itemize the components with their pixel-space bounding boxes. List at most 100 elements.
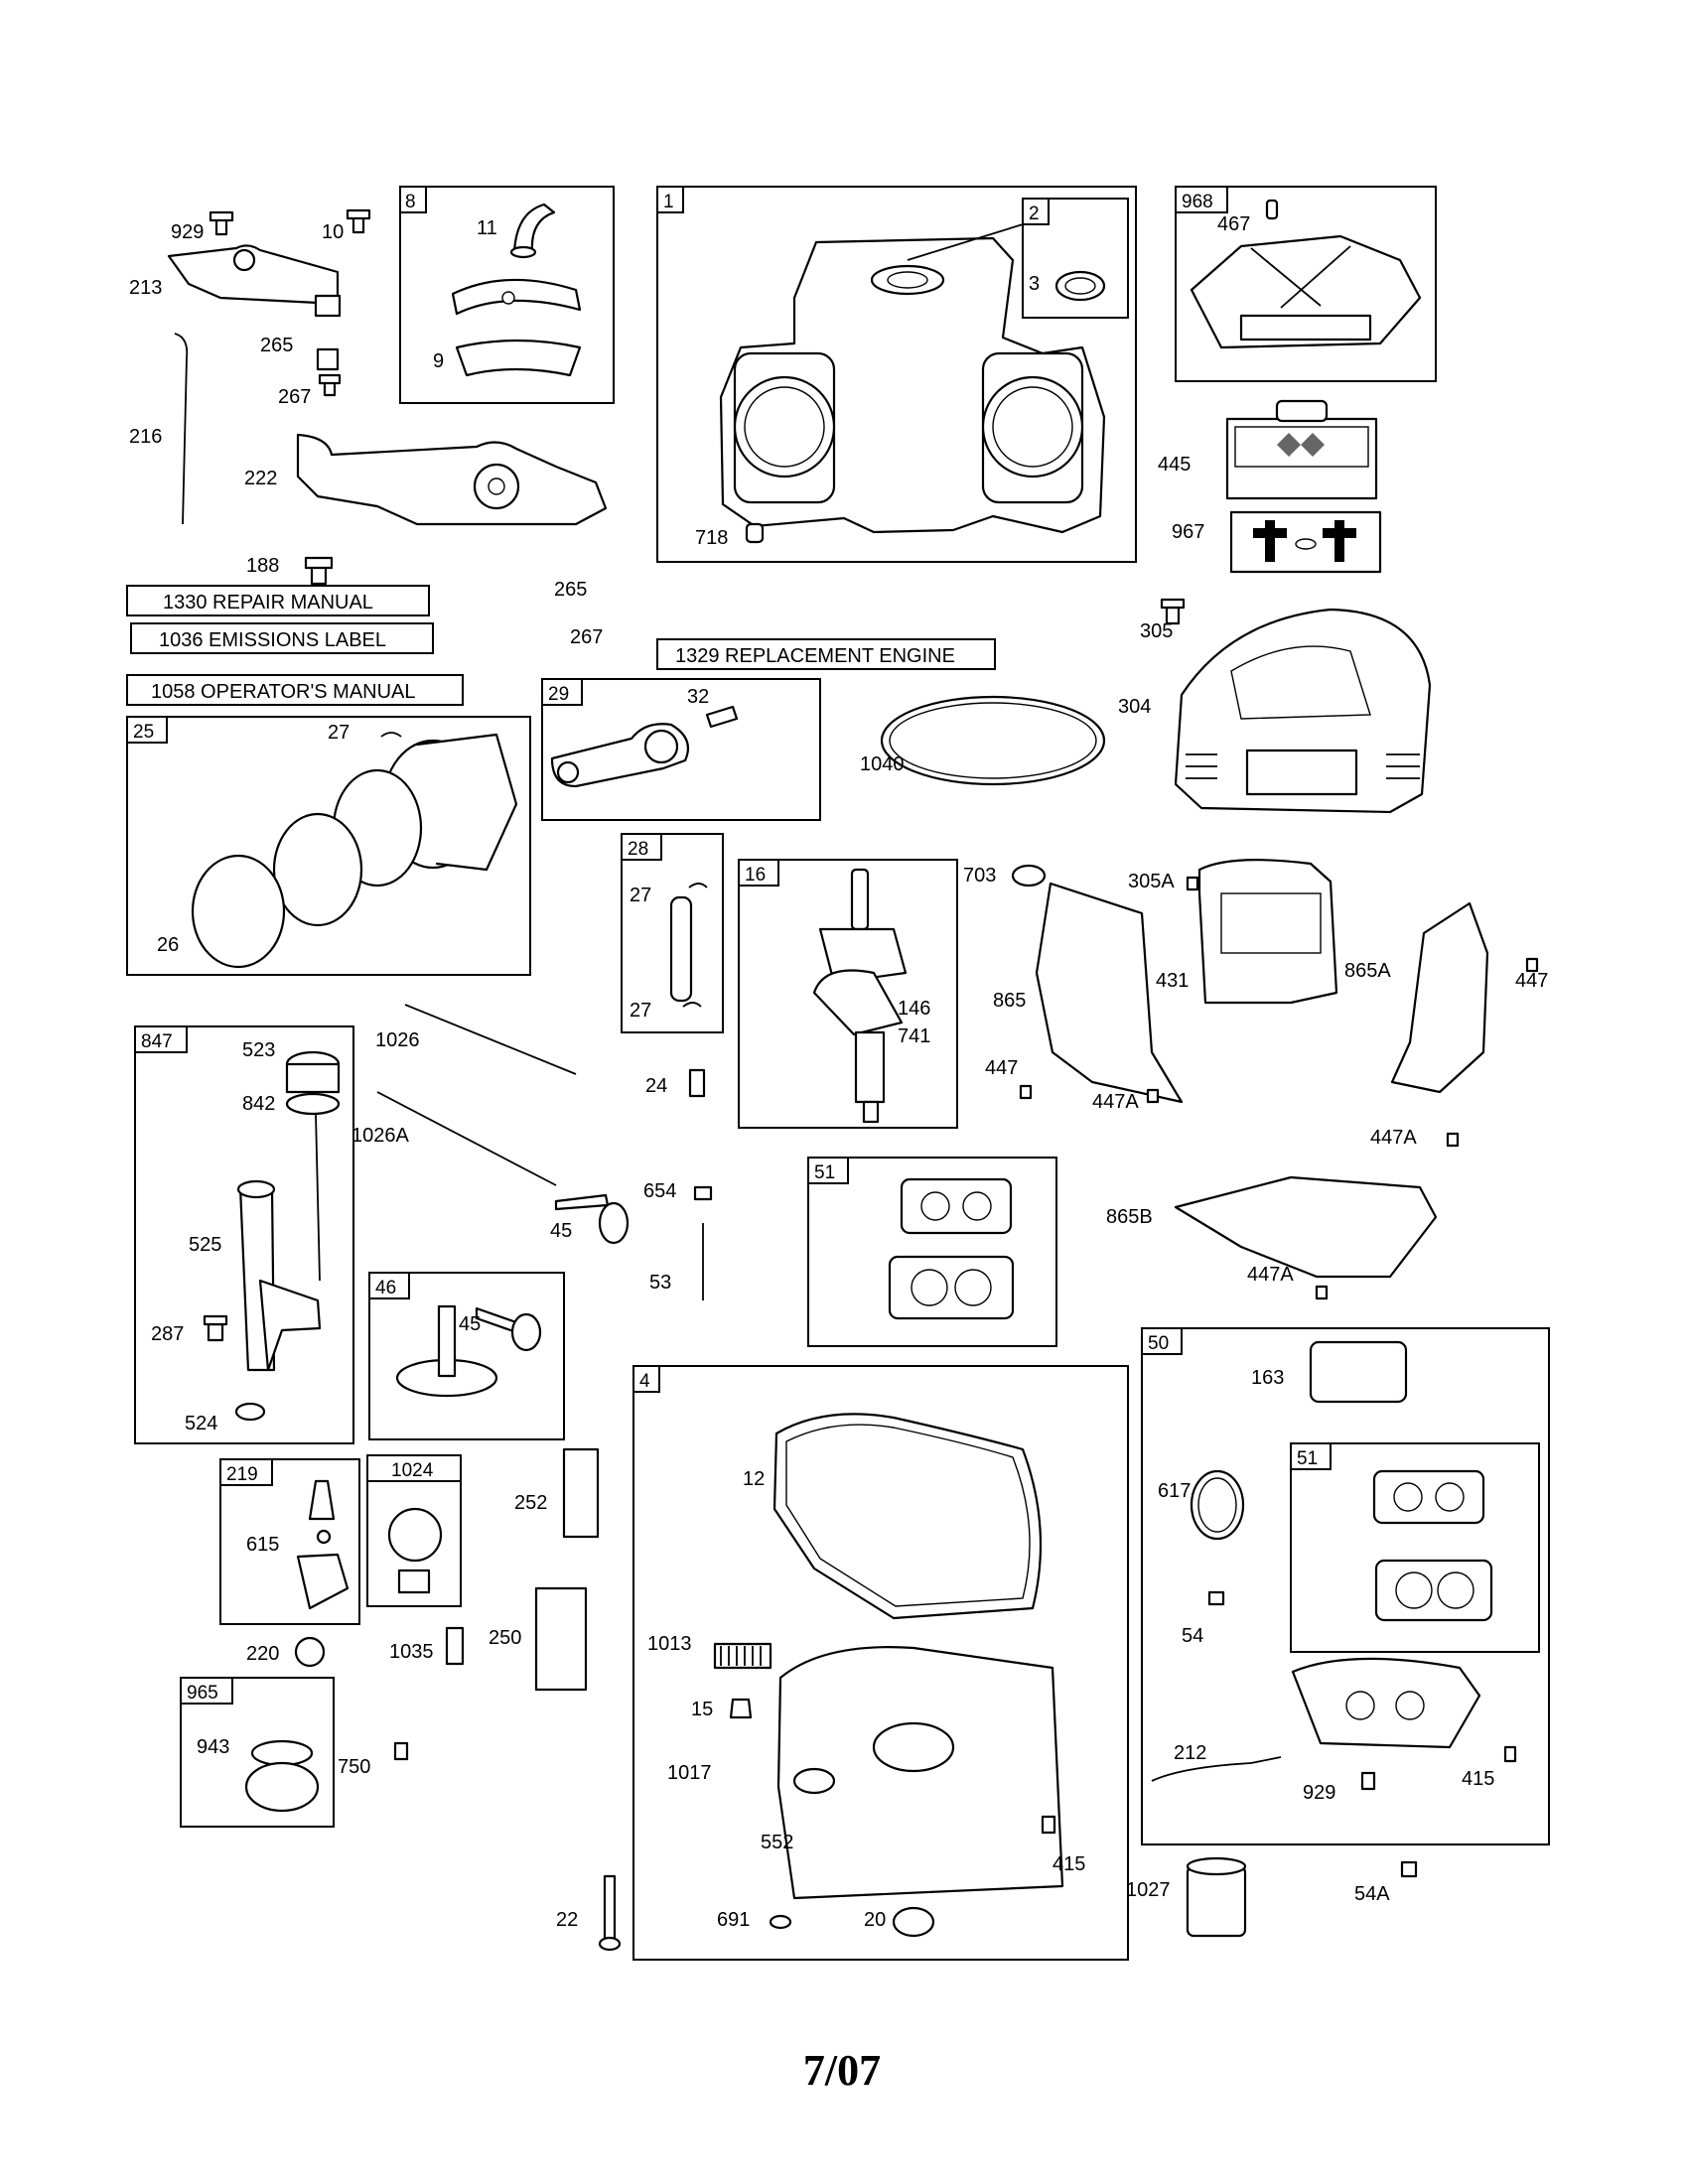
- push-rods-valve: [376, 1004, 713, 1300]
- gasket-set-a: [888, 1177, 1015, 1320]
- callout-1040: 1040: [860, 753, 905, 775]
- box-tag-847: 847: [141, 1031, 173, 1052]
- box-tags: 8 1 2 968 29 25 28 16 847 51 46 4 50 51 …: [126, 186, 1332, 1705]
- frame-50: [1141, 1327, 1550, 1845]
- callout-20: 20: [864, 1909, 886, 1931]
- callout-220: 220: [246, 1643, 279, 1665]
- callout-labels: 929 10 213 265 267 216 222 188 11 9 3 71…: [129, 213, 1548, 1931]
- callout-615: 615: [246, 1534, 279, 1556]
- callout-943: 943: [197, 1736, 229, 1758]
- box-tag-219: 219: [226, 1464, 258, 1485]
- callout-703: 703: [963, 865, 996, 887]
- callout-750: 750: [338, 1756, 370, 1778]
- callout-447Ab: 447A: [1370, 1127, 1417, 1149]
- callout-267a: 267: [278, 386, 311, 408]
- callout-447a: 447: [1515, 970, 1548, 992]
- callout-865A: 865A: [1344, 960, 1391, 982]
- blower-housing: [1160, 598, 1432, 814]
- note-boxes: 1330 REPAIR MANUAL 1036 EMISSIONS LABEL …: [126, 585, 996, 706]
- callout-54: 54: [1182, 1625, 1203, 1647]
- oil-filter: [1186, 1856, 1418, 1938]
- box-tag-51a: 51: [814, 1162, 835, 1183]
- air-cleaner-cover: [1190, 199, 1422, 349]
- callout-267b: 267: [570, 626, 603, 648]
- callout-53: 53: [649, 1272, 671, 1294]
- callout-654: 654: [643, 1180, 676, 1202]
- frame-1: [656, 186, 1137, 563]
- piston-pin: [669, 883, 708, 1008]
- callout-10: 10: [322, 221, 344, 243]
- callout-445: 445: [1158, 454, 1191, 476]
- callout-216: 216: [129, 426, 162, 448]
- shrouds: [1011, 859, 1539, 1300]
- frame-219: [219, 1458, 360, 1625]
- footer-date: 7/07: [803, 2046, 881, 2095]
- frame-965: [180, 1677, 335, 1828]
- frame-8: [399, 186, 615, 404]
- callout-304: 304: [1118, 696, 1151, 718]
- breather-assembly: [451, 203, 582, 377]
- callout-525: 525: [189, 1234, 221, 1256]
- governor-bracket: [167, 208, 608, 586]
- callout-718: 718: [695, 527, 728, 549]
- note-replacement-engine: 1329 REPLACEMENT ENGINE: [675, 645, 955, 667]
- callout-222: 222: [244, 468, 277, 489]
- callout-865: 865: [993, 990, 1026, 1012]
- gasket-set-b: [1372, 1469, 1493, 1622]
- callout-15: 15: [691, 1699, 713, 1720]
- air-filters: [1225, 399, 1382, 574]
- box-tag-1024: 1024: [391, 1460, 434, 1481]
- frame-25: [126, 716, 531, 976]
- callout-26: 26: [157, 934, 179, 956]
- oil-fill-tube: [203, 1050, 341, 1422]
- callout-1026A: 1026A: [351, 1125, 409, 1147]
- callout-163: 163: [1251, 1367, 1284, 1389]
- frame-2: [1022, 198, 1129, 319]
- callout-188: 188: [246, 555, 279, 577]
- frame-29: [541, 678, 821, 821]
- frame-51b: [1290, 1442, 1540, 1653]
- callout-213: 213: [129, 277, 162, 299]
- callout-45b: 45: [459, 1313, 481, 1335]
- box-tag-2: 2: [1029, 204, 1040, 224]
- box-tag-50: 50: [1148, 1333, 1169, 1354]
- callout-212: 212: [1174, 1742, 1206, 1764]
- callout-1013: 1013: [647, 1633, 692, 1655]
- group-frames: [126, 186, 1550, 1961]
- callout-265b: 265: [554, 579, 587, 601]
- callout-265a: 265: [260, 335, 293, 356]
- callout-929a: 929: [171, 221, 204, 243]
- part-drawings: [167, 199, 1539, 1952]
- callout-1026: 1026: [375, 1029, 420, 1051]
- callout-415a: 415: [1052, 1853, 1085, 1875]
- frame-51a: [807, 1157, 1057, 1347]
- box-tag-29: 29: [548, 684, 569, 705]
- callout-467: 467: [1217, 213, 1250, 235]
- frame-46: [368, 1272, 565, 1440]
- callout-842: 842: [242, 1093, 275, 1115]
- callout-929b: 929: [1303, 1782, 1335, 1804]
- frame-968: [1175, 186, 1437, 382]
- intake-manifold: [1151, 1340, 1517, 1791]
- callout-305: 305: [1140, 620, 1173, 642]
- callout-22: 22: [556, 1909, 578, 1931]
- callout-27b: 27: [630, 885, 651, 906]
- callout-865B: 865B: [1106, 1206, 1153, 1228]
- piston-rings: [191, 732, 518, 969]
- callout-32: 32: [687, 686, 709, 708]
- note-operators-manual: 1058 OPERATOR'S MANUAL: [151, 681, 416, 703]
- callout-1017: 1017: [667, 1762, 712, 1784]
- crankcase-sump: [598, 1413, 1064, 1952]
- callout-305A: 305A: [1128, 871, 1175, 892]
- callout-252: 252: [514, 1492, 547, 1514]
- box-tag-28: 28: [628, 839, 648, 860]
- callout-431: 431: [1156, 970, 1189, 992]
- box-tag-4: 4: [639, 1371, 650, 1392]
- callout-11: 11: [477, 217, 497, 239]
- callout-9: 9: [433, 350, 444, 372]
- callout-447b: 447: [985, 1057, 1018, 1079]
- callout-524: 524: [185, 1413, 217, 1434]
- box-tag-25: 25: [133, 722, 154, 743]
- callout-447Aa: 447A: [1092, 1091, 1139, 1113]
